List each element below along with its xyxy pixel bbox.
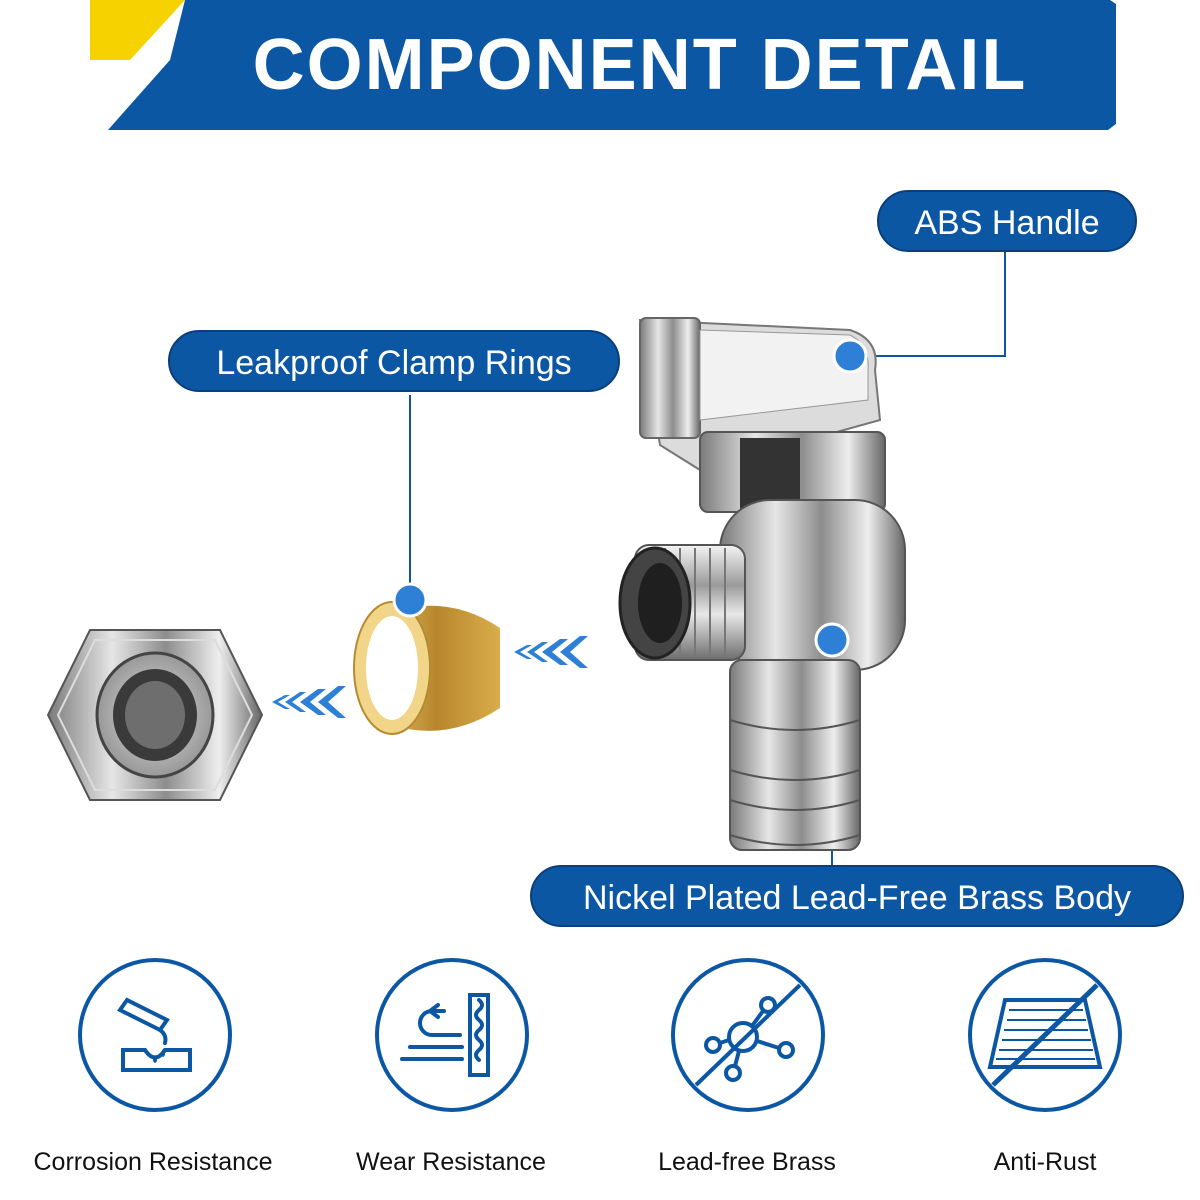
- corrosion-icon: [78, 958, 232, 1112]
- arrow-left-nut-icon: [272, 686, 346, 718]
- body-callout-dot: [814, 622, 850, 658]
- anti-rust-icon: [968, 958, 1122, 1112]
- feature-label-anti-rust: Anti-Rust: [993, 1148, 1097, 1176]
- feature-label-corrosion: Corrosion Resistance: [33, 1148, 273, 1176]
- yellow-accent-shape: [90, 0, 185, 60]
- callout-brass-body: Nickel Plated Lead-Free Brass Body: [530, 865, 1184, 927]
- hex-nut: [46, 629, 264, 801]
- handle-callout-dot: [832, 338, 868, 374]
- lead-free-icon: [671, 958, 825, 1112]
- title-band: [108, 0, 1116, 130]
- callout-abs-handle: ABS Handle: [877, 190, 1137, 252]
- header-banner: [90, 0, 1116, 130]
- wear-icon: [375, 958, 529, 1112]
- clamp-callout-dot: [392, 582, 428, 618]
- page-title: COMPONENT DETAIL: [252, 25, 1028, 105]
- callout-clamp-rings: Leakproof Clamp Rings: [168, 330, 620, 392]
- feature-label-wear: Wear Resistance: [356, 1148, 546, 1176]
- handle-leader-line: [850, 248, 1006, 357]
- arrow-left-ring-icon: [514, 636, 588, 668]
- brass-clamp-ring: [353, 601, 500, 735]
- feature-label-lead-free: Lead-free Brass: [658, 1148, 836, 1176]
- angle-valve: [618, 317, 906, 851]
- product-illustration: [46, 248, 1006, 870]
